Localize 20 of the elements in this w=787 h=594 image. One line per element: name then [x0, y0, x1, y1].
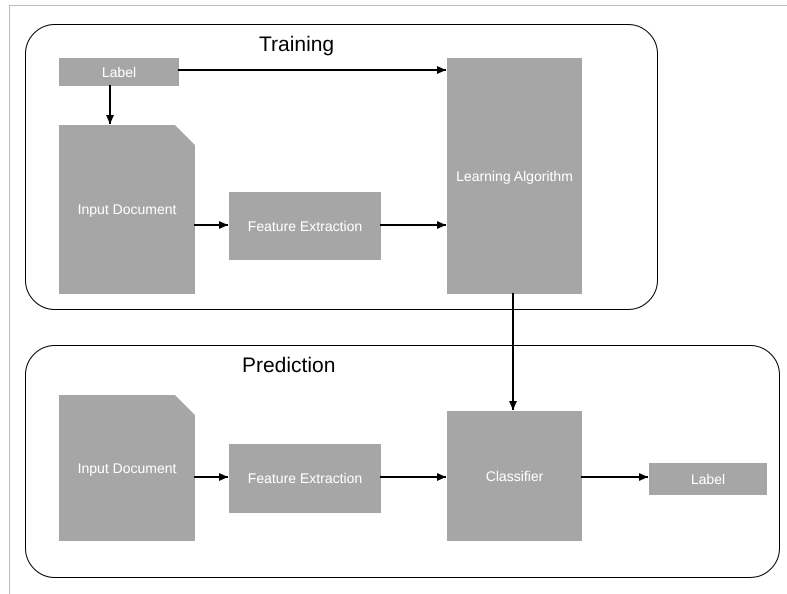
arrow [380, 473, 446, 481]
arrow [509, 293, 517, 410]
arrow [194, 473, 228, 481]
document-shape: Input Document [59, 395, 195, 541]
arrow [106, 85, 114, 124]
arrow [581, 473, 648, 481]
process-box: Classifier [447, 411, 582, 541]
training-panel [25, 24, 658, 310]
arrow [194, 221, 228, 229]
arrow [178, 66, 446, 74]
arrow [380, 221, 446, 229]
panel-title: Prediction [242, 354, 336, 378]
process-box: Label [59, 58, 179, 86]
document-shape: Input Document [59, 125, 195, 294]
process-box: Learning Algorithm [447, 58, 582, 294]
process-box: Feature Extraction [229, 192, 381, 260]
process-box: Feature Extraction [229, 444, 381, 513]
panel-title: Training [259, 33, 334, 57]
prediction-panel [25, 345, 780, 578]
process-box: Label [649, 463, 767, 495]
